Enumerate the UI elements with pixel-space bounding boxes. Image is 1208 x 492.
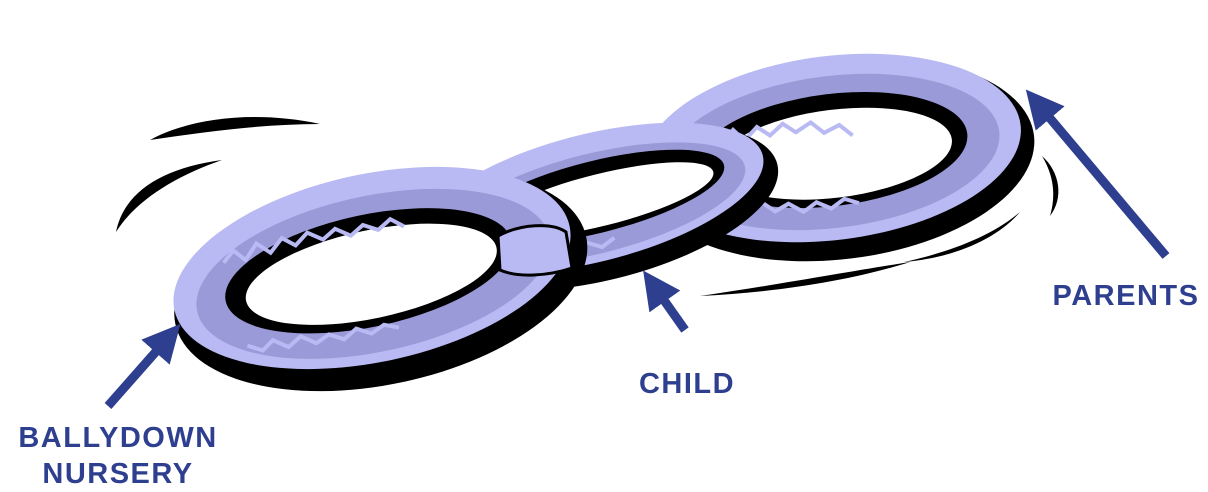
arrow-icon-child bbox=[654, 286, 685, 330]
label-parents: PARENTS bbox=[1046, 278, 1206, 314]
motion-line-bottom bbox=[700, 262, 910, 296]
arrow-icon-nursery bbox=[108, 338, 168, 406]
motion-line-top-left bbox=[150, 117, 320, 140]
motion-line-left bbox=[116, 160, 222, 232]
chain-link-overlap bbox=[498, 226, 572, 275]
motion-line-right-top bbox=[1042, 156, 1058, 216]
label-child: CHILD bbox=[612, 366, 762, 402]
chain-links-icon bbox=[153, 32, 1046, 426]
label-nursery-line2: NURSERY bbox=[0, 456, 236, 492]
label-nursery-line1: BALLYDOWN bbox=[0, 420, 236, 456]
arrow-icon-parents bbox=[1038, 104, 1166, 256]
label-ballydown-nursery: BALLYDOWN NURSERY bbox=[0, 420, 236, 492]
